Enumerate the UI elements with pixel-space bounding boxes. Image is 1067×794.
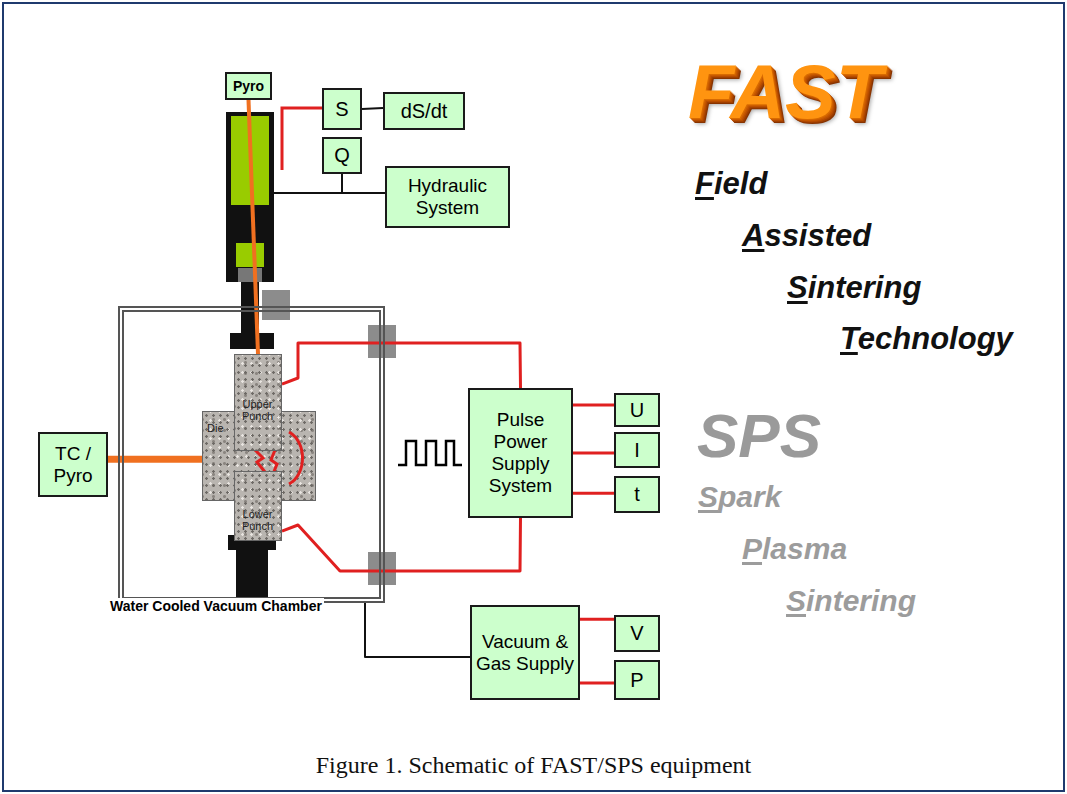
- node-text: P: [630, 669, 643, 692]
- vacuum-chamber: Water Cooled Vacuum ChamberUpper PunchDi…: [118, 306, 385, 603]
- sensor-box: S: [322, 88, 362, 130]
- signal-box: V: [614, 615, 660, 652]
- cylinder-seal: [238, 268, 262, 282]
- acronym-word: Field: [695, 166, 767, 202]
- upper-punch: Upper Punch: [234, 354, 282, 451]
- frame: [3, 3, 1064, 791]
- lower-punch: Lower Punch: [234, 471, 282, 541]
- node-text: Q: [334, 144, 350, 167]
- node-text: V: [630, 622, 643, 645]
- hydraulic-line: [274, 192, 342, 194]
- node-text: Vacuum & Gas Supply: [474, 631, 576, 675]
- connector: [573, 403, 614, 406]
- process-box: Hydraulic System: [385, 166, 510, 228]
- signal-box: t: [614, 476, 660, 513]
- acronym-text: SPS: [697, 400, 821, 471]
- supply-box: Vacuum & Gas Supply: [470, 605, 580, 700]
- node-text: Lower Punch: [235, 508, 280, 532]
- sensor-box: Q: [322, 137, 362, 174]
- node-text: TC / Pyro: [42, 443, 104, 487]
- connector: [282, 343, 521, 388]
- node-text: U: [630, 399, 644, 422]
- node-text: S: [335, 98, 348, 121]
- acronym-word: Technology: [840, 321, 1013, 357]
- pyrometer-box: Pyro: [225, 72, 272, 100]
- connector: [362, 108, 383, 109]
- connector: [249, 100, 259, 354]
- upper-electrode: [230, 333, 274, 349]
- lower-ram: [236, 550, 268, 600]
- connector: [282, 518, 521, 571]
- signal-box: P: [614, 660, 660, 700]
- node-text: dS/dt: [401, 100, 448, 123]
- acronym-word: Sintering: [787, 270, 921, 306]
- connector: [342, 174, 385, 193]
- connector: [365, 603, 470, 657]
- sensor-line: [282, 108, 322, 170]
- signal-box: I: [614, 432, 660, 468]
- acronym-word: Sintering: [786, 584, 916, 618]
- node-text: Upper Punch: [235, 398, 280, 422]
- node-text: t: [634, 483, 640, 506]
- acronym-word: Plasma: [742, 532, 847, 566]
- feedthrough: [262, 290, 290, 320]
- acronym-word: Spark: [698, 480, 781, 514]
- connector: [580, 681, 614, 684]
- signal-box: dS/dt: [383, 92, 465, 130]
- acronym-word: Assisted: [742, 218, 871, 254]
- chamber-label: Water Cooled Vacuum Chamber: [108, 598, 324, 614]
- power-supply-box: Pulse Power Supply System: [468, 388, 573, 518]
- connector: [573, 452, 614, 455]
- figure-caption: Figure 1. Schematic of FAST/SPS equipmen…: [0, 752, 1067, 779]
- connector: [580, 618, 614, 621]
- pulse-waveform: [398, 441, 462, 465]
- node-text: Hydraulic System: [389, 175, 506, 219]
- connector: [573, 492, 614, 495]
- cylinder-chamber: [236, 243, 264, 267]
- signal-box: U: [614, 393, 660, 427]
- node-text: I: [634, 439, 640, 462]
- node-text: Pulse Power Supply System: [472, 409, 569, 496]
- node-text: Pyro: [233, 78, 264, 94]
- node-text: Die: [207, 422, 224, 434]
- sensor-box: TC / Pyro: [38, 432, 108, 497]
- logo-text: FAST: [688, 48, 882, 135]
